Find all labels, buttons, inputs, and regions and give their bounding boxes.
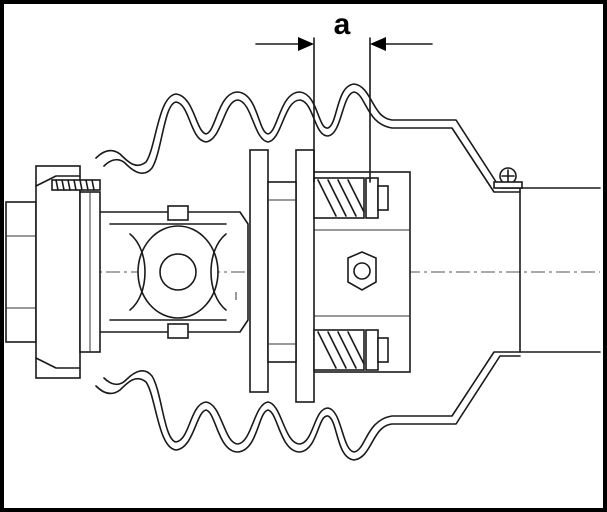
guard-bearing — [35, 165, 101, 379]
guard-bellows-lower — [95, 355, 521, 461]
spring-clip-icon — [51, 179, 101, 191]
compression-spring-upper — [313, 177, 389, 219]
guard-fastening-screw-icon — [493, 167, 523, 189]
compression-spring-lower — [313, 329, 389, 371]
arrow-right-icon — [298, 37, 314, 51]
universal-joint-yoke — [95, 205, 249, 339]
hex-nut-icon — [347, 251, 377, 291]
shaft-tube — [519, 187, 601, 353]
guard-bellows-lower-inner — [103, 351, 521, 453]
inner-shaft — [5, 201, 37, 343]
arrow-left-icon — [370, 37, 386, 51]
dimension-a: a — [255, 8, 433, 183]
guard-bellows-upper — [95, 83, 521, 189]
dimension-label: a — [334, 8, 351, 41]
guard-bellows-upper-inner — [103, 91, 521, 193]
friction-disc-plates — [249, 149, 315, 403]
